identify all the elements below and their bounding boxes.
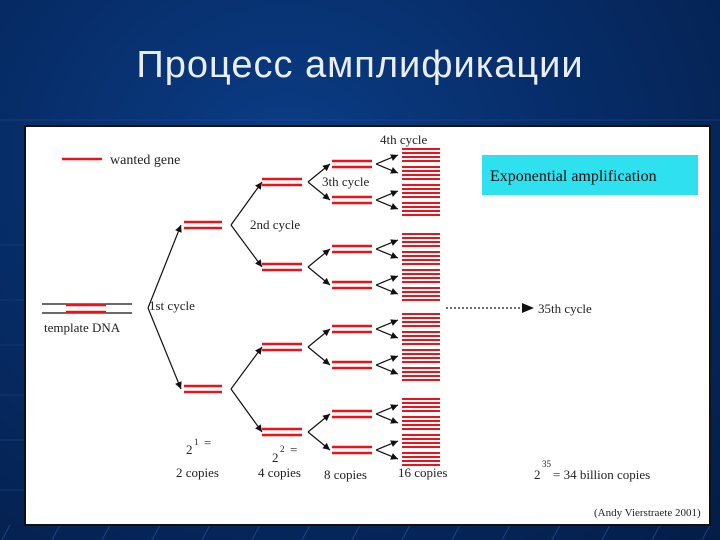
- count-copies-1: 2 copies: [176, 465, 219, 480]
- fork-cycle1-upper: [147, 224, 182, 309]
- branch-lines: [147, 154, 399, 460]
- gene-stack-c4-1: [402, 166, 440, 180]
- fork-cycle2-0-upper-head: [255, 182, 262, 190]
- gene-stack-c4-0: [402, 148, 440, 162]
- fork-cycle4-0-lower-head: [390, 167, 398, 174]
- gene-pair-c2-0: [262, 177, 302, 187]
- gene-stack-c4-5: [402, 251, 440, 265]
- count-base-1: 2: [186, 442, 193, 457]
- fork-cycle2-1-lower-head: [255, 424, 262, 432]
- gene-stack-c4-9: [402, 331, 440, 345]
- count-cycle-1: 2 1 = 2 copies: [176, 435, 219, 480]
- count-copies-4: 16 copies: [398, 465, 447, 480]
- fork-cycle3-2-upper-head: [322, 329, 330, 337]
- gene-stack-c4-13: [402, 416, 440, 430]
- gene-pair-c1-bottom: [184, 384, 222, 394]
- gene-stack-c4-6: [402, 269, 440, 283]
- fork-cycle3-2-lower-head: [322, 357, 330, 365]
- gene-pair-c1-top: [184, 220, 222, 230]
- gene-pair-c2-1: [262, 262, 302, 272]
- template-dna: [42, 303, 132, 314]
- cycle-label-2: 2nd cycle: [250, 217, 300, 232]
- exponential-label: Exponential amplification: [490, 168, 657, 185]
- gene-stack-c4-14: [402, 434, 440, 448]
- gene-copies: [184, 148, 440, 466]
- gene-stack-c4-8: [402, 313, 440, 327]
- gene-stack-c4-11: [402, 367, 440, 381]
- template-label: template DNA: [44, 320, 121, 335]
- gene-pair-c3-3: [332, 280, 372, 290]
- fork-cycle2-0-lower-head: [255, 259, 262, 267]
- fork-cycle2-0-lower: [230, 224, 263, 268]
- final-count: 2 35 = 34 billion copies: [534, 459, 650, 482]
- fork-cycle4-7-upper-head: [390, 440, 398, 447]
- cycle-label-3: 3th cycle: [322, 174, 370, 189]
- gene-pair-c3-5: [332, 360, 372, 370]
- fork-cycle4-6-upper-head: [390, 404, 398, 411]
- fork-cycle4-1-lower-head: [390, 203, 398, 210]
- fork-cycle4-3-upper-head: [390, 275, 398, 282]
- fork-cycle4-4-lower-head: [390, 332, 398, 339]
- final-cycle-label: 35th cycle: [538, 301, 592, 316]
- gene-pair-c3-7: [332, 445, 372, 455]
- fork-cycle4-2-upper-head: [390, 239, 398, 246]
- fork-cycle2-1-lower: [230, 388, 263, 433]
- fork-cycle1-lower-head: [175, 381, 182, 389]
- fork-cycle4-0-upper-head: [390, 154, 398, 161]
- fork-cycle4-4-upper-head: [390, 319, 398, 326]
- count-copies-3: 8 copies: [324, 467, 367, 482]
- pcr-amplification-figure: wanted gene template DNA 1st cycle 2nd c…: [24, 125, 711, 526]
- count-exp-2: 2: [280, 444, 285, 454]
- fork-cycle4-3-lower-head: [390, 288, 398, 295]
- count-copies-2: 4 copies: [258, 465, 301, 480]
- fork-cycle4-2-lower-head: [390, 252, 398, 259]
- slide-title: Процесс амплификации: [136, 44, 584, 86]
- fork-cycle2-0-upper: [230, 181, 263, 226]
- fork-cycle3-3-upper-head: [322, 414, 330, 422]
- fork-cycle2-1-upper-head: [255, 347, 262, 355]
- gene-stack-c4-3: [402, 202, 440, 216]
- final-base: 2: [534, 467, 541, 482]
- gene-stack-c4-15: [402, 452, 440, 466]
- cycle-label-4: 4th cycle: [380, 132, 428, 147]
- gene-stack-c4-7: [402, 287, 440, 301]
- gene-pair-c3-6: [332, 409, 372, 419]
- gene-pair-c3-1: [332, 195, 372, 205]
- gene-stack-c4-2: [402, 184, 440, 198]
- fork-cycle3-0-upper-head: [322, 164, 330, 172]
- fork-cycle3-3-lower-head: [322, 442, 330, 450]
- count-cycle-2: 2 2 = 4 copies: [258, 442, 301, 480]
- gene-pair-c3-0: [332, 159, 372, 169]
- gene-stack-c4-12: [402, 398, 440, 412]
- amplification-diagram: wanted gene template DNA 1st cycle 2nd c…: [42, 132, 701, 519]
- cycle-label-1: 1st cycle: [149, 298, 195, 313]
- fork-cycle2-1-upper: [230, 346, 263, 390]
- final-exp: 35: [542, 459, 552, 469]
- fork-cycle1-lower: [147, 307, 182, 390]
- legend-label: wanted gene: [110, 153, 180, 168]
- fork-cycle3-1-upper-head: [322, 249, 330, 257]
- fork-cycle4-5-lower-head: [390, 368, 398, 375]
- credit: (Andy Vierstraete 2001): [594, 507, 701, 519]
- count-eq-1: =: [204, 435, 211, 450]
- count-base-2: 2: [272, 450, 279, 465]
- count-exp-1: 1: [194, 437, 199, 447]
- gene-stack-c4-10: [402, 349, 440, 363]
- gene-stack-c4-4: [402, 233, 440, 247]
- fork-cycle4-5-upper-head: [390, 355, 398, 362]
- fork-cycle4-7-lower-head: [390, 453, 398, 460]
- gene-pair-c2-3: [262, 427, 302, 437]
- fork-cycle4-6-lower-head: [390, 417, 398, 424]
- arrow-head: [522, 303, 534, 313]
- gene-pair-c3-2: [332, 244, 372, 254]
- exponential-box: [482, 155, 698, 195]
- final-text: = 34 billion copies: [553, 467, 650, 482]
- count-eq-2: =: [290, 442, 297, 457]
- fork-cycle3-1-lower-head: [322, 277, 330, 285]
- fork-cycle3-0-lower-head: [322, 192, 330, 200]
- gene-pair-c3-4: [332, 324, 372, 334]
- fork-cycle1-upper-head: [175, 225, 182, 233]
- fork-cycle4-1-upper-head: [390, 190, 398, 197]
- gene-pair-c2-2: [262, 342, 302, 352]
